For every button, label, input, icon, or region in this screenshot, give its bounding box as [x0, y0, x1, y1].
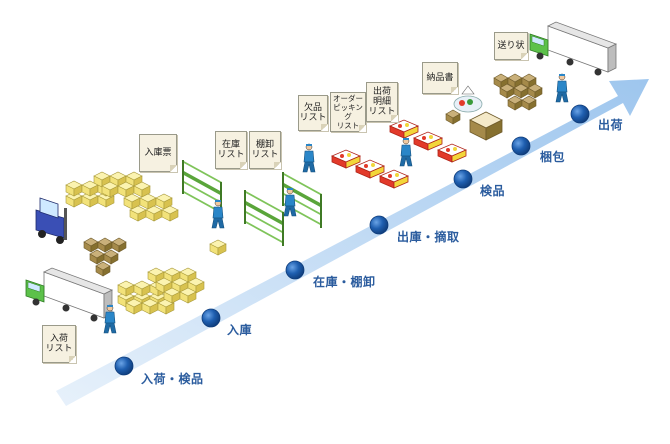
step-label-shipping: 出荷 — [598, 118, 624, 132]
doc-delivery-note: 納品書 — [422, 62, 458, 94]
doc-receiving-list: 入荷リスト — [42, 325, 76, 363]
step-label-receiving: 入荷・検品 — [141, 372, 204, 386]
step-node-7 — [570, 104, 590, 124]
step-label-inventory: 在庫・棚卸 — [313, 275, 376, 289]
forklift — [35, 197, 67, 244]
worker-shipping — [555, 73, 569, 103]
step-label-picking: 出庫・摘取 — [397, 230, 460, 244]
doc-inventory-list: 在庫リスト — [215, 131, 247, 169]
step-nodes — [114, 104, 590, 376]
pallet-stack-inbound — [117, 267, 205, 315]
doc-shipping-detail-list: 出荷明細リスト — [366, 82, 398, 122]
picking-trays — [331, 149, 409, 189]
worker-storage — [211, 199, 225, 229]
doc-shortage-list: 欠品リスト — [298, 95, 328, 131]
step-node-2 — [201, 308, 221, 328]
step-node-5 — [453, 169, 473, 189]
step-node-4 — [369, 215, 389, 235]
pallet-stack-storage — [65, 171, 179, 222]
doc-putaway-slip: 入庫票 — [139, 134, 177, 172]
single-box — [209, 239, 227, 256]
packing-goods — [445, 85, 503, 141]
doc-stocktake-list: 棚卸リスト — [249, 131, 281, 169]
doc-waybill: 送り状 — [494, 32, 528, 60]
cardboard-boxes-floor — [83, 237, 127, 277]
outgoing-truck — [529, 21, 617, 76]
shelf-2 — [244, 190, 284, 246]
step-label-inspection: 検品 — [480, 184, 506, 198]
step-label-packing: 梱包 — [540, 150, 566, 164]
worker-inspection — [399, 137, 413, 167]
incoming-truck — [25, 267, 113, 322]
step-node-6 — [511, 136, 531, 156]
shipping-boxes — [493, 73, 543, 111]
step-node-3 — [285, 260, 305, 280]
step-label-putaway: 入庫 — [227, 323, 253, 337]
doc-order-picking-list: オーダーピッキングリスト — [330, 92, 366, 132]
step-node-1 — [114, 356, 134, 376]
worker-picking — [302, 143, 316, 173]
